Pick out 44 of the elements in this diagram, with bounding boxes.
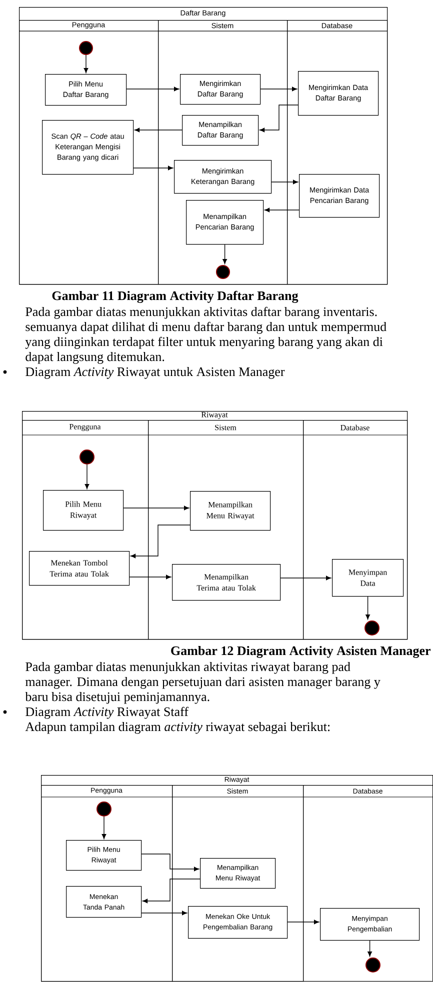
arrow bbox=[123, 506, 190, 510]
activity-node bbox=[216, 265, 230, 279]
arrow bbox=[102, 816, 106, 840]
paragraph-line: Pada gambar diatas menunjukkan aktivitas daftar barang inventaris. bbox=[26, 306, 377, 319]
activity-node bbox=[79, 41, 93, 56]
activity-node bbox=[364, 620, 380, 636]
figure-caption: Gambar 12 Diagram Activity Asisten Manager bbox=[171, 646, 431, 658]
paragraph-line: semuanya dapat dilihat di menu daftar barang dan untuk mempermud bbox=[26, 322, 386, 334]
activity-node bbox=[96, 802, 112, 816]
arrow bbox=[84, 54, 88, 74]
figure-caption: Gambar 11 Diagram Activity Daftar Barang bbox=[52, 290, 298, 303]
arrow bbox=[287, 920, 320, 924]
arrow bbox=[84, 464, 90, 490]
action-box: Menampilkan Terima atau Tolak bbox=[172, 564, 281, 601]
arrow bbox=[264, 208, 300, 212]
arrow bbox=[134, 128, 182, 132]
arrow bbox=[130, 524, 190, 558]
bullet-item: Diagram Activity Riwayat Staff bbox=[26, 706, 188, 719]
arrow bbox=[260, 104, 298, 132]
arrow bbox=[141, 910, 188, 916]
paragraph-line: manager. Dimana dengan persetujuan dari asisten manager barang y bbox=[25, 676, 380, 689]
arrow bbox=[366, 596, 370, 620]
action-box: Pilih Menu Riwayat bbox=[43, 490, 124, 531]
action-box: Menampilkan Menu Riwayat bbox=[190, 491, 271, 531]
action-box: Menekan Tombol Terima atau Tolak bbox=[29, 551, 130, 586]
arrow bbox=[133, 166, 174, 170]
arrow bbox=[222, 244, 227, 264]
arrow bbox=[142, 878, 200, 904]
arrow bbox=[368, 940, 372, 957]
paragraph-line: Adapun tampilan diagram activity riwayat sebagai berikut: bbox=[25, 722, 330, 734]
paragraph-line: Pada gambar diatas menunjukkan aktivitas riwayat barang pad bbox=[26, 662, 350, 674]
paragraph-line: yang diinginkan terdapat filter untuk menyaring barang yang akan di bbox=[25, 336, 383, 349]
arrow bbox=[126, 86, 180, 92]
arrow bbox=[280, 576, 332, 580]
activity-node bbox=[80, 450, 94, 464]
paragraph-line: dapat langsung ditemukan. bbox=[26, 352, 164, 364]
activity-node bbox=[366, 958, 380, 972]
arrow bbox=[141, 854, 200, 872]
arrow bbox=[129, 574, 172, 580]
paragraph-line: baru bisa disetujui peminjamannya. bbox=[25, 692, 210, 704]
bullet-item: Diagram Activity Riwayat untuk Asisten Manager bbox=[26, 367, 285, 379]
action-box: Menyimpan Data bbox=[332, 559, 404, 597]
arrow bbox=[260, 86, 298, 92]
arrow bbox=[271, 180, 298, 184]
